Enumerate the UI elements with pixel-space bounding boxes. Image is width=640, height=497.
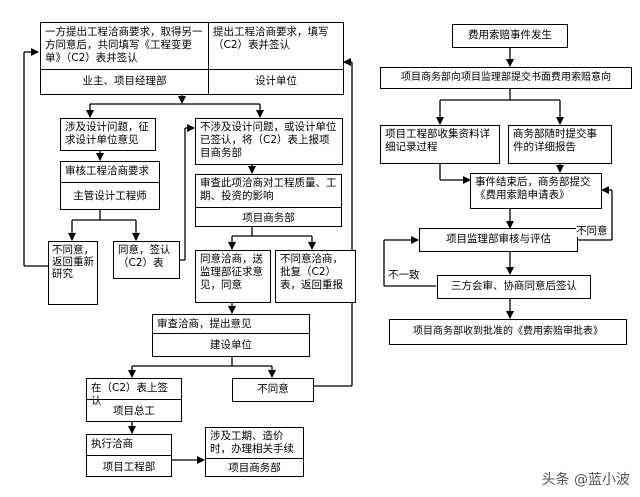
schedule-cost-text: 涉及工期、造价时，办理相关手续 xyxy=(210,430,294,455)
owner-request-text: 一方提出工程洽商要求，取得另一方同意后，共同填写《工程变更单》（C2）表并签认 xyxy=(45,26,203,64)
review-text: 审核工程洽商要求 xyxy=(65,165,149,177)
disagree-return-box: 不同意洽商，批复（C2）表，返回重报 xyxy=(275,250,356,303)
claim-event-box: 费用索赔事件发生 xyxy=(452,24,568,48)
execute-role: 项目工程部 xyxy=(87,455,171,476)
tripartite-box: 三方会审、协商同意后签认 xyxy=(437,275,591,299)
top-divider xyxy=(208,23,209,94)
assess-text: 审查此项洽商对工程质量、工期、投资的影响 xyxy=(200,177,337,202)
schedule-cost-box: 涉及工期、造价时，办理相关手续 项目商务部 xyxy=(205,427,304,477)
not-agree-box: 不同意 xyxy=(232,378,314,402)
assess-role: 项目商务部 xyxy=(196,207,341,226)
inconsistent-label: 不一致 xyxy=(388,269,420,281)
agree-send-box: 同意洽商，送监理部征求意见，同意 xyxy=(195,250,271,303)
designer-role-label: 设计单位 xyxy=(255,75,297,87)
designer-request-text: 提出工程洽商要求，填写（C2）表并签认 xyxy=(213,26,329,51)
disagree-label: 不同意 xyxy=(576,225,608,237)
design-issue-box: 涉及设计问题，征求设计单位意见 xyxy=(60,118,156,151)
top-initiation-box: 一方提出工程洽商要求，取得另一方同意后，共同填写《工程变更单》（C2）表并签认 … xyxy=(40,22,344,95)
watermark: 头条 @蓝小波 xyxy=(541,472,630,488)
detail-report-box: 商务部随时提交事件的详细报告 xyxy=(508,125,612,164)
submit-notice-box: 项目商务部向项目监理部提交书面费用索赔意向 xyxy=(380,67,632,89)
supervise-review-box: 项目监理部审核与评估 xyxy=(419,228,578,252)
owner-review-role: 建设单位 xyxy=(153,333,309,356)
review-box: 审核工程洽商要求 主管设计工程师 xyxy=(60,161,160,210)
execute-box: 执行洽商 项目工程部 xyxy=(86,434,172,477)
reject-rework-box: 不同意，返回重新研究 xyxy=(48,241,98,305)
owner-review-box: 审查洽商，提出意见 建设单位 xyxy=(152,314,310,357)
assess-box: 审查此项洽商对工程质量、工期、投资的影响 项目商务部 xyxy=(195,174,342,227)
execute-text: 执行洽商 xyxy=(91,438,133,450)
owner-review-text: 审查洽商，提出意见 xyxy=(157,318,252,330)
after-event-box: 事件结束后，商务部提交《费用索赔申请表》 xyxy=(470,173,602,209)
schedule-cost-role: 项目商务部 xyxy=(206,458,303,476)
sign-c2-role: 项目总工 xyxy=(87,399,181,421)
owner-role-label: 业主、项目经理部 xyxy=(82,75,167,87)
sign-c2-text: 在（C2）表上签认 xyxy=(91,382,169,407)
review-role: 主管设计工程师 xyxy=(61,182,159,209)
non-design-box: 不涉及设计问题，或设计单位已签认，将（C2）表上报项目商务部 xyxy=(195,118,343,165)
sign-c2-box: 在（C2）表上签认 项目总工 xyxy=(86,378,182,422)
agree-sign-box: 同意，签认（C2）表 xyxy=(113,241,180,279)
collect-data-box: 项目工程部收集资料详细记录过程 xyxy=(380,125,500,164)
receive-approval-box: 项目商务部收到批准的《费用索赔审批表》 xyxy=(389,319,627,345)
